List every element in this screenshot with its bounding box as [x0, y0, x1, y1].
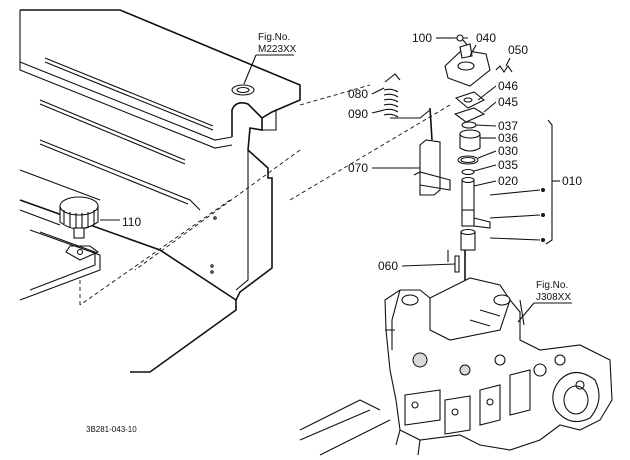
part-label-080: 080	[348, 87, 368, 101]
part-label-090: 090	[348, 107, 368, 121]
part-label-110: 110	[122, 215, 141, 229]
part-label-020: 020	[498, 174, 518, 188]
part-label-045: 045	[498, 95, 518, 109]
figure-reference-m223xx: Fig.No. M223XX	[243, 32, 297, 85]
part-label-010: 010	[562, 174, 582, 188]
fig-ref-label: Fig.No.	[258, 32, 290, 43]
part-label-036: 036	[498, 131, 518, 145]
floor-panel	[19, 9, 301, 373]
part-labels: 100 040 050 080 090 046 045 037 036 030 …	[122, 31, 582, 273]
part-label-046: 046	[498, 79, 518, 93]
part-label-040: 040	[476, 31, 496, 45]
part-label-070: 070	[348, 161, 368, 175]
fig-ref-label: Fig.No.	[536, 280, 568, 291]
fig-ref-number: M223XX	[258, 44, 297, 55]
figure-reference-j308xx: Fig.No. J308XX	[517, 280, 572, 323]
knob-part-110	[59, 196, 120, 261]
lever-assembly	[383, 34, 553, 370]
transmission-housing	[299, 277, 613, 456]
fig-ref-number: J308XX	[536, 292, 571, 303]
part-label-100: 100	[412, 31, 432, 45]
part-label-060: 060	[378, 259, 398, 273]
spring-part-090	[383, 88, 399, 118]
part-label-050: 050	[508, 43, 528, 57]
part-label-030: 030	[498, 144, 518, 158]
drawing-code: 3B281-043-10	[86, 425, 137, 434]
part-label-037: 037	[498, 119, 518, 133]
part-label-035: 035	[498, 158, 518, 172]
